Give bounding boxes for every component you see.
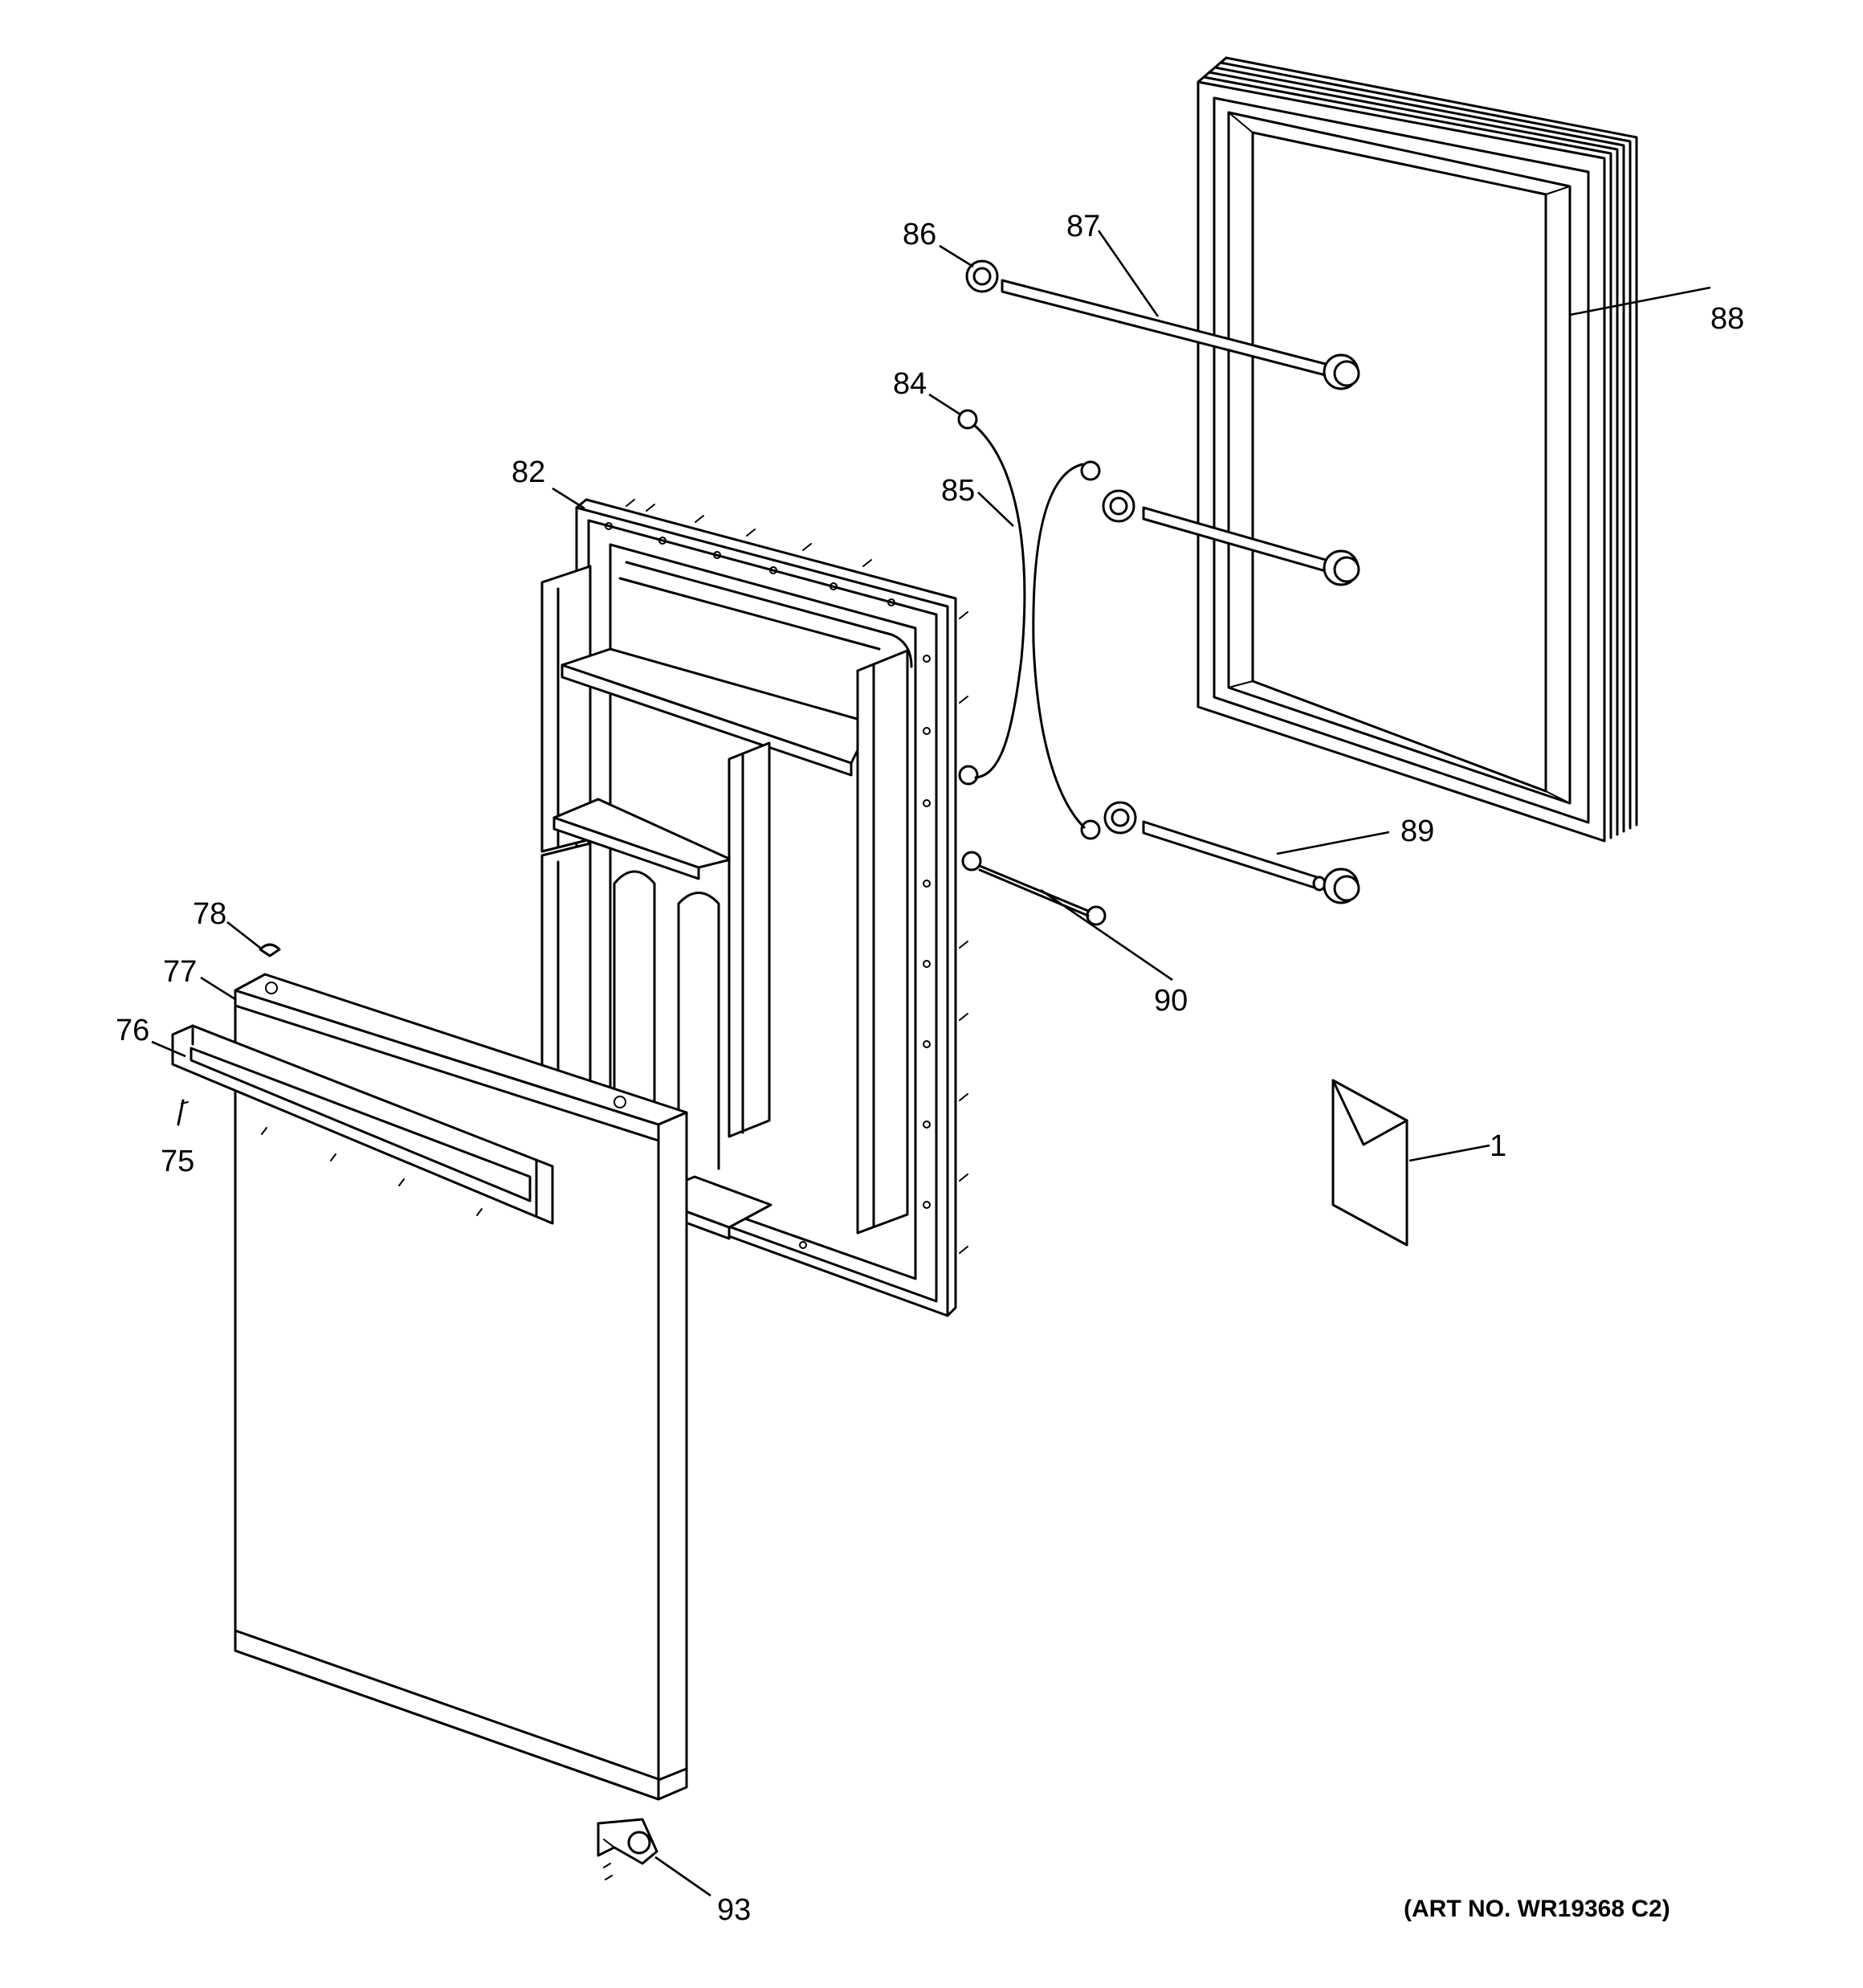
liner-screws bbox=[626, 499, 968, 1254]
door-rods bbox=[965, 259, 1360, 904]
outer-door-panel bbox=[234, 973, 688, 1801]
callout-90: 90 bbox=[1154, 984, 1188, 1018]
callout-75: 75 bbox=[161, 1145, 194, 1178]
small-fasteners bbox=[177, 943, 281, 1126]
callout-84: 84 bbox=[893, 367, 927, 401]
callout-1: 1 bbox=[1490, 1129, 1506, 1163]
callout-89: 89 bbox=[1400, 814, 1434, 848]
bottom-hinge bbox=[597, 1818, 658, 1880]
art-number: (ART NO. WR19368 C2) bbox=[1404, 1896, 1670, 1922]
handle-trim bbox=[171, 1024, 554, 1225]
callout-78: 78 bbox=[193, 897, 226, 931]
literature-envelope bbox=[1331, 1079, 1408, 1247]
callout-93: 93 bbox=[717, 1893, 751, 1927]
callout-85: 85 bbox=[941, 474, 975, 508]
callout-87: 87 bbox=[1066, 210, 1100, 243]
callout-77: 77 bbox=[163, 955, 197, 989]
leader-lines bbox=[151, 230, 1711, 1897]
liner-holes bbox=[605, 522, 931, 1249]
door-straps bbox=[957, 409, 1107, 926]
callout-labels: 86 87 88 84 85 82 89 90 1 78 77 76 75 93… bbox=[116, 210, 1744, 1927]
door-gasket bbox=[1196, 56, 1638, 843]
callout-76: 76 bbox=[116, 1014, 149, 1047]
callout-82: 82 bbox=[512, 455, 545, 489]
callout-86: 86 bbox=[903, 218, 936, 251]
callout-88: 88 bbox=[1710, 302, 1744, 336]
